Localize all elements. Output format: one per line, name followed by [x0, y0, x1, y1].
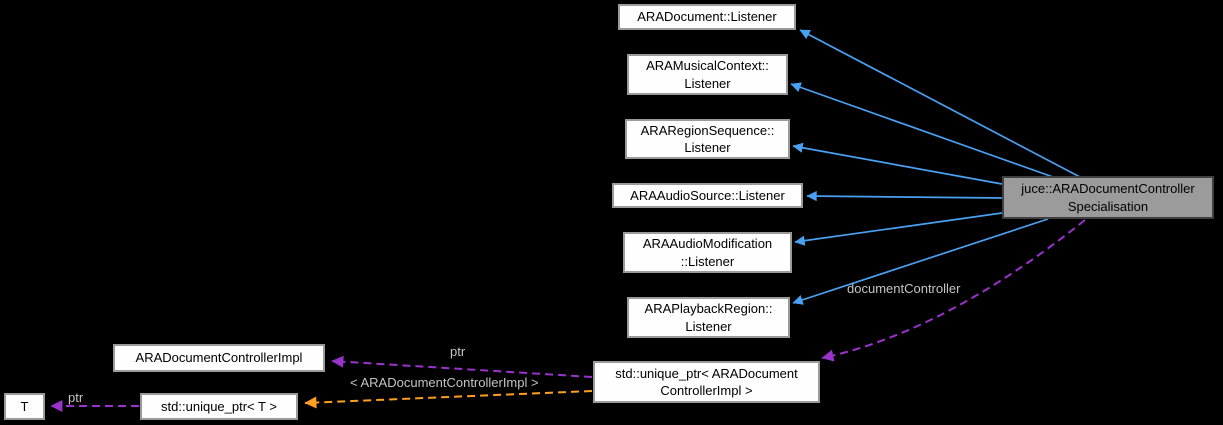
usage-arrow-documentcontroller [821, 219, 1086, 362]
node-araregionsequence-listener[interactable]: ARARegionSequence:: Listener [625, 119, 790, 159]
inheritance-arrow-araaudiomodification-listener [794, 212, 1003, 246]
edge-label-ptr-t: ptr [68, 390, 84, 405]
usage-arrow-ptr-impl [331, 355, 593, 378]
inheritance-arrow-araplaybackregion-listener [792, 218, 1049, 305]
node-aradocumentcontrollerimpl[interactable]: ARADocumentControllerImpl [113, 344, 325, 372]
node-araaudiosource-listener[interactable]: ARAAudioSource::Listener [612, 183, 803, 208]
node-araaudiomodification-listener[interactable]: ARAAudioModification ::Listener [623, 232, 792, 273]
node-std-unique-ptr-aradocumentcontrollerimpl[interactable]: std::unique_ptr< ARADocument ControllerI… [593, 361, 820, 403]
edge-label-template-args: < ARADocumentControllerImpl > [350, 375, 539, 390]
node-juce-aradocumentcontroller-specialisation[interactable]: juce::ARADocumentController Specialisati… [1002, 176, 1214, 219]
node-araplaybackregion-listener[interactable]: ARAPlaybackRegion:: Listener [627, 297, 790, 338]
inheritance-arrow-araaudiosource-listener [806, 190, 1003, 202]
edge-label-documentcontroller: documentController [847, 281, 961, 296]
node-t[interactable]: T [4, 393, 45, 420]
inheritance-arrow-aramusicalcontext-listener [790, 82, 1054, 178]
inheritance-arrow-aradocument-listener [799, 29, 1081, 178]
edge-label-ptr-impl: ptr [450, 344, 466, 359]
template-instantiation-arrow [304, 390, 593, 409]
node-aradocument-listener[interactable]: ARADocument::Listener [618, 4, 796, 30]
node-aramusicalcontext-listener[interactable]: ARAMusicalContext:: Listener [627, 54, 788, 95]
node-std-unique-ptr-t[interactable]: std::unique_ptr< T > [140, 393, 298, 420]
inheritance-arrow-araregionsequence-listener [792, 142, 1003, 185]
